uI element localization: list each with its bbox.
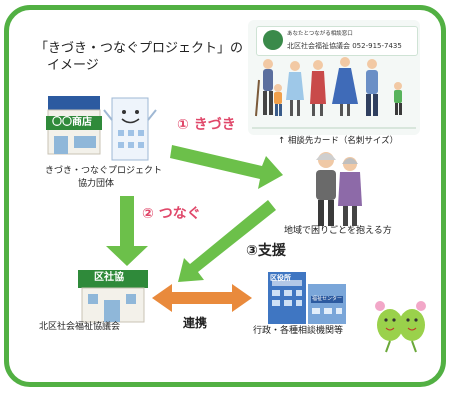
welfare-center-sign: 福祉センター xyxy=(312,296,343,302)
council-logo-icon xyxy=(263,30,283,50)
diagram-frame xyxy=(4,5,446,387)
city-hall-sign: 区役所 xyxy=(270,274,291,282)
partner-label-1: きづき・つなぐプロジェクト xyxy=(45,166,163,176)
agency-buildings-icon xyxy=(268,272,346,324)
card-people-illustration xyxy=(252,57,416,129)
card-line-2: 北区社会福祉協議会 052-915-7435 xyxy=(287,42,402,50)
renkei-arrow xyxy=(152,284,252,312)
shop-sign: 〇〇商店 xyxy=(52,117,92,128)
title-line-1: 「きづき・つなぐプロジェクト」の xyxy=(35,41,244,56)
consultation-card: あなたとつながる相談窓口 北区社会福祉協議会 052-915-7435 xyxy=(248,20,420,135)
title-line-2: イメージ xyxy=(47,58,99,73)
office-building-mascot-icon xyxy=(103,97,157,161)
agencies-label: 行政・各種相談機関等 xyxy=(253,326,344,336)
resident-label: 地域で困りごとを抱える方 xyxy=(284,226,392,236)
council-sign: 区社協 xyxy=(94,272,124,283)
diagram-title: 「きづき・つなぐプロジェクト」の イメージ xyxy=(35,40,243,74)
mascot-characters-icon xyxy=(375,301,426,353)
resident-to-council-arrow xyxy=(178,200,276,282)
kizuki-arrow xyxy=(170,145,283,189)
step-tsunagu-label: ② つなぐ xyxy=(142,206,201,222)
shop-building-icon xyxy=(46,96,102,155)
step-kizuki-label: ① きづき xyxy=(177,117,236,133)
council-building-icon xyxy=(78,270,148,323)
council-label: 北区社会福祉協議会 xyxy=(39,322,121,332)
step-shien-label: ③支援 xyxy=(246,243,286,259)
elderly-couple-icon xyxy=(316,152,362,226)
card-caption: ↑ 相談先カード（名刺サイズ） xyxy=(278,136,399,146)
card-line-1: あなたとつながる相談窓口 xyxy=(287,31,353,37)
partner-label-2: 協力団体 xyxy=(78,179,115,189)
card-header: あなたとつながる相談窓口 北区社会福祉協議会 052-915-7435 xyxy=(256,26,418,56)
step-renkei-label: 連携 xyxy=(183,316,208,330)
tsunagu-arrow xyxy=(106,196,148,266)
